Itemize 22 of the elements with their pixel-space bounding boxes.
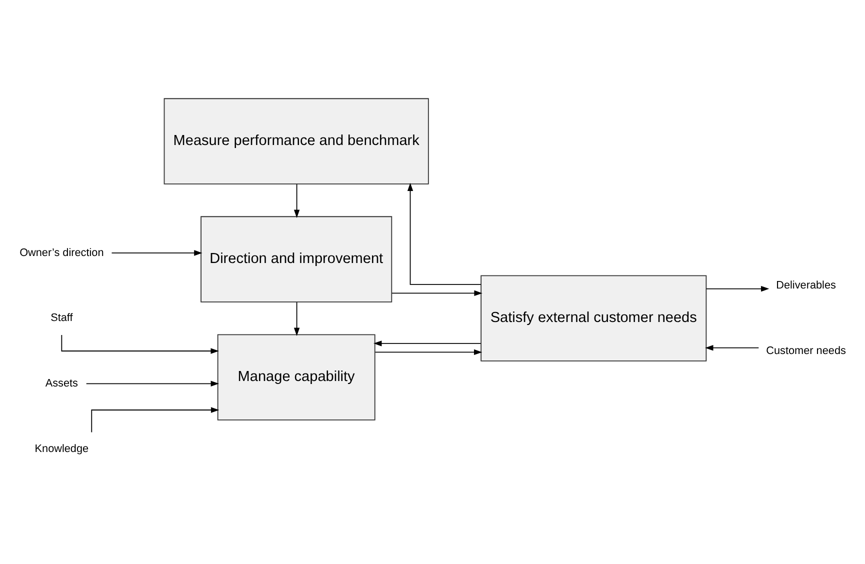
node-text: Owner’s direction [20, 246, 104, 259]
arrow [294, 184, 300, 218]
node-box: Satisfy external customer needs [480, 275, 707, 362]
node-box: Manage capability [217, 334, 376, 420]
node-text: Assets [45, 377, 78, 390]
arrow [705, 344, 760, 351]
arrow [111, 250, 202, 256]
arrow [374, 349, 482, 356]
arrow [407, 182, 482, 285]
arrow [61, 334, 219, 354]
arrow [86, 380, 219, 387]
arrow [91, 407, 220, 433]
arrow [374, 340, 482, 346]
arrow [294, 302, 300, 336]
node-box: Measure performance and benchmark [164, 98, 429, 184]
node-text: Deliverables [776, 279, 836, 292]
arrow [706, 286, 770, 292]
arrow [392, 290, 482, 296]
node-text: Knowledge [34, 442, 89, 455]
node-text: Staff [50, 312, 73, 324]
node-box: Direction and improvement [200, 216, 392, 302]
node-text: Customer needs [766, 344, 846, 357]
